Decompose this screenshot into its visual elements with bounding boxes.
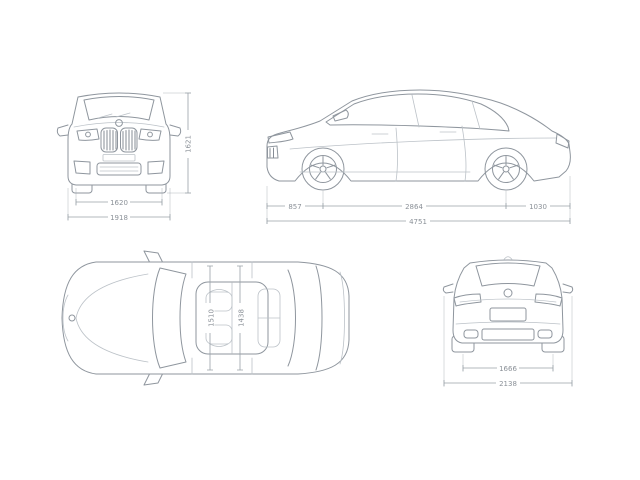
- top-mirrors: [143, 250, 164, 386]
- front-body-outline: [67, 92, 171, 186]
- dim-top-rear-width-value: 1438: [238, 309, 246, 327]
- rear-diffuser: [463, 328, 553, 341]
- side-headlight: [267, 131, 294, 144]
- rear-window: [475, 262, 541, 287]
- dim-top-front-width-value: 1510: [208, 309, 216, 327]
- bmw-roundel-icon: [503, 288, 513, 298]
- dim-rear-width-mirrors-value: 2138: [499, 380, 517, 388]
- top-rear-window: [287, 265, 323, 371]
- rear-view: 1666 2138: [442, 256, 574, 388]
- side-rear-wheel: [484, 147, 528, 191]
- rear-body-outline: [452, 259, 564, 344]
- dim-side-length: 4751: [266, 216, 571, 226]
- front-headlights: [76, 128, 162, 141]
- rear-license-plate: [489, 307, 527, 322]
- front-mirrors: [56, 124, 182, 137]
- dim-side-overhangs: 857 2864 1030: [266, 176, 571, 224]
- side-taillight: [555, 133, 570, 149]
- dim-front-width: 1918: [67, 188, 171, 222]
- top-windshield: [152, 267, 187, 369]
- side-view: 857 2864 1030 4751: [266, 89, 571, 226]
- side-b-pillar: [411, 94, 420, 128]
- dim-rear-overhang-value: 1030: [529, 203, 547, 211]
- front-windshield: [83, 96, 155, 121]
- front-wipers: [97, 112, 131, 119]
- dim-top-rear-width: 1438: [235, 265, 246, 371]
- dim-top-front-width: 1510: [205, 265, 216, 371]
- bmw-roundel-icon: [68, 314, 76, 322]
- front-lower-intakes: [73, 160, 165, 176]
- side-front-wheel: [301, 147, 345, 191]
- side-glasshouse: [325, 93, 510, 132]
- side-door-handles: [371, 131, 457, 135]
- rear-taillights: [453, 293, 563, 307]
- rear-antenna-fin: [503, 256, 513, 260]
- front-hood-line: [73, 122, 165, 128]
- top-spoiler-line: [339, 271, 345, 365]
- side-mirror: [332, 109, 349, 122]
- rear-mirrors: [442, 283, 574, 294]
- side-character-line: [289, 137, 557, 150]
- rear-tailgate-crease: [459, 298, 557, 303]
- dim-front-overhang-value: 857: [288, 203, 301, 211]
- dim-rear-track-value: 1666: [499, 365, 517, 373]
- top-view: 1510 1438: [61, 250, 350, 386]
- side-door-seams: [395, 125, 467, 182]
- dim-front-track-value: 1620: [110, 199, 128, 207]
- dim-front-width-value: 1918: [110, 214, 128, 222]
- side-grille: [267, 145, 279, 159]
- front-view: 1620 1918 1621: [56, 92, 193, 222]
- side-body-outline: [266, 89, 571, 182]
- dim-length-value: 4751: [409, 218, 427, 226]
- dim-wheelbase-value: 2864: [405, 203, 423, 211]
- bmw-roundel-icon: [115, 119, 123, 127]
- top-seats: [205, 288, 281, 348]
- dim-rear-width-mirrors: 2138: [443, 296, 573, 388]
- front-kidney-grille: [100, 127, 138, 153]
- rear-bumper-line: [455, 321, 561, 325]
- front-license-plate: [102, 154, 136, 162]
- top-door-seams: [191, 261, 253, 375]
- dim-rear-track: 1666: [462, 354, 554, 373]
- top-hood-lines: [62, 273, 149, 363]
- side-quarter-window: [471, 100, 481, 130]
- dim-front-height: 1621: [163, 92, 193, 194]
- dim-front-track: 1620: [75, 188, 163, 207]
- dim-front-height-value: 1621: [185, 135, 193, 153]
